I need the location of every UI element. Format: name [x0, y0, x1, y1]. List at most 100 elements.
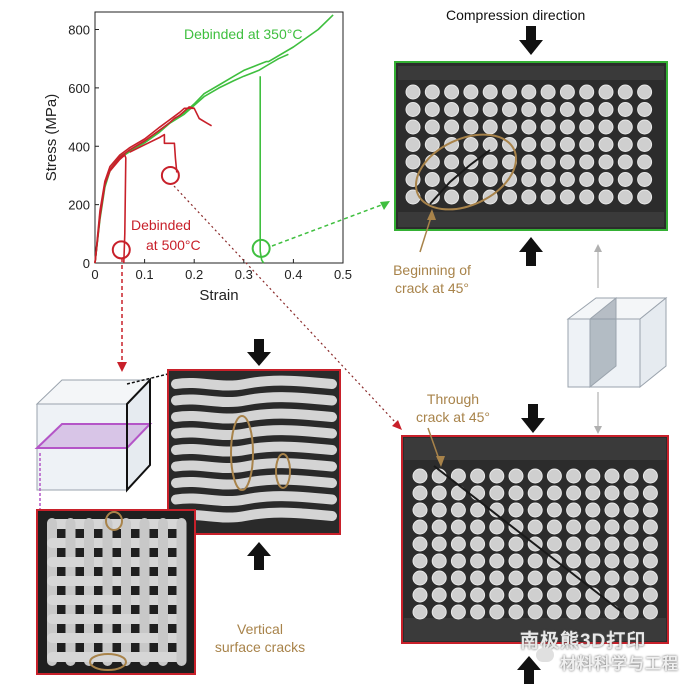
ct-strand: [617, 102, 633, 117]
ct-strand: [604, 536, 620, 552]
ct-strand: [598, 172, 614, 187]
x-tick-label: 0.4: [284, 267, 302, 282]
ct-strand: [598, 102, 614, 117]
ct-strand: [470, 570, 486, 586]
ct-strand: [463, 119, 479, 135]
ct-strand: [470, 536, 486, 552]
compression-arrow-top-2: [521, 404, 545, 433]
x-axis-label: Strain: [199, 287, 238, 304]
ct-strand: [424, 189, 440, 205]
ct-strand: [424, 84, 440, 100]
ct-layer: [171, 375, 337, 391]
ct-strand: [585, 519, 601, 535]
ct-strand: [559, 102, 575, 117]
ct-strand: [424, 119, 440, 135]
ct-strand: [585, 570, 601, 586]
ct-strand: [431, 502, 447, 518]
ct-strand: [540, 84, 556, 100]
ct-strand: [463, 102, 479, 117]
beginning-crack-line2: crack at 45°: [394, 280, 470, 296]
ct-layer: [171, 474, 337, 490]
ct-strand: [540, 172, 556, 187]
ct-strand: [450, 553, 466, 569]
ct-strand: [637, 189, 653, 205]
ct-strand: [579, 84, 595, 100]
ct-strand: [470, 502, 486, 518]
wechat-icon: [536, 648, 554, 662]
ct-grid-row: [47, 652, 185, 662]
ct-strand: [527, 587, 543, 603]
ct-strand: [585, 468, 601, 484]
ct-strand: [604, 468, 620, 484]
ct-strand: [405, 84, 421, 100]
ct-strand: [431, 536, 447, 552]
arrowhead-diagonal: [392, 420, 402, 430]
ct-strand: [482, 119, 498, 135]
crack-highlight-350: [414, 133, 518, 211]
cube-diagram-left: [34, 377, 153, 493]
ct-strand: [431, 570, 447, 586]
ct-grid-col: [139, 518, 150, 666]
ct-strand: [546, 587, 562, 603]
ct-strand: [546, 604, 562, 620]
through-crack-line1: Through: [426, 391, 480, 407]
x-tick-label: 0.3: [235, 267, 253, 282]
watermark-line1: 南极熊3D打印: [520, 631, 647, 652]
ct-grid-row: [47, 576, 185, 586]
series-label-500-line2: at 500°C: [146, 237, 201, 253]
ct-grid-col: [121, 518, 131, 666]
through-crack-line2: crack at 45°: [415, 409, 491, 425]
ct-strand: [527, 570, 543, 586]
ct-strand: [508, 587, 524, 603]
ct-strand: [604, 553, 620, 569]
ct-layer: [171, 441, 337, 457]
ct-strand: [598, 154, 614, 170]
ct-strand: [482, 84, 498, 100]
ct-strand: [527, 468, 543, 484]
ct-strand: [431, 553, 447, 569]
ct-strand: [617, 119, 633, 135]
ct-strand: [540, 137, 556, 152]
ct-strand: [540, 154, 556, 170]
marker-circle-1: [160, 165, 180, 185]
ct-strand: [566, 570, 582, 586]
ct-strand: [604, 587, 620, 603]
ct-strand: [405, 154, 421, 170]
ct-strand: [598, 189, 614, 205]
ct-strand: [540, 119, 556, 135]
ct-strand: [642, 604, 658, 620]
ct-strand: [623, 570, 639, 586]
ct-strand: [431, 519, 447, 535]
ct-grid-col: [176, 518, 187, 666]
ct-image-500-lattice: [412, 468, 658, 620]
ct-strand: [598, 119, 614, 135]
ct-strand: [585, 502, 601, 518]
ct-strand: [431, 485, 447, 501]
ct-strand: [444, 102, 460, 117]
ct-strand: [637, 154, 653, 170]
ct-strand: [623, 485, 639, 501]
vertical-cracks-label: Vertical surface cracks: [205, 620, 315, 656]
ct-strand: [527, 485, 543, 501]
ct-strand: [450, 570, 466, 586]
ct-strand: [642, 536, 658, 552]
ct-strand: [463, 172, 479, 187]
ct-strand: [604, 502, 620, 518]
ct-strand: [489, 468, 505, 484]
ct-strand: [642, 519, 658, 535]
ct-strand: [585, 604, 601, 620]
ct-strand: [598, 84, 614, 100]
ct-strand: [521, 102, 537, 117]
crack-highlight-vertical-1: [230, 415, 254, 491]
ct-strand: [623, 553, 639, 569]
crack-highlight-vertical-2: [275, 453, 291, 489]
beginning-crack-line1: Beginning of: [393, 262, 471, 278]
arrowhead-green: [380, 201, 390, 210]
ct-grid-col: [84, 518, 94, 666]
ct-strand: [502, 119, 517, 135]
y-tick-label: 600: [68, 81, 90, 96]
watermark-line2: 材料科学与工程: [560, 656, 680, 673]
plot-frame: [94, 11, 344, 264]
ct-strand: [470, 485, 486, 501]
